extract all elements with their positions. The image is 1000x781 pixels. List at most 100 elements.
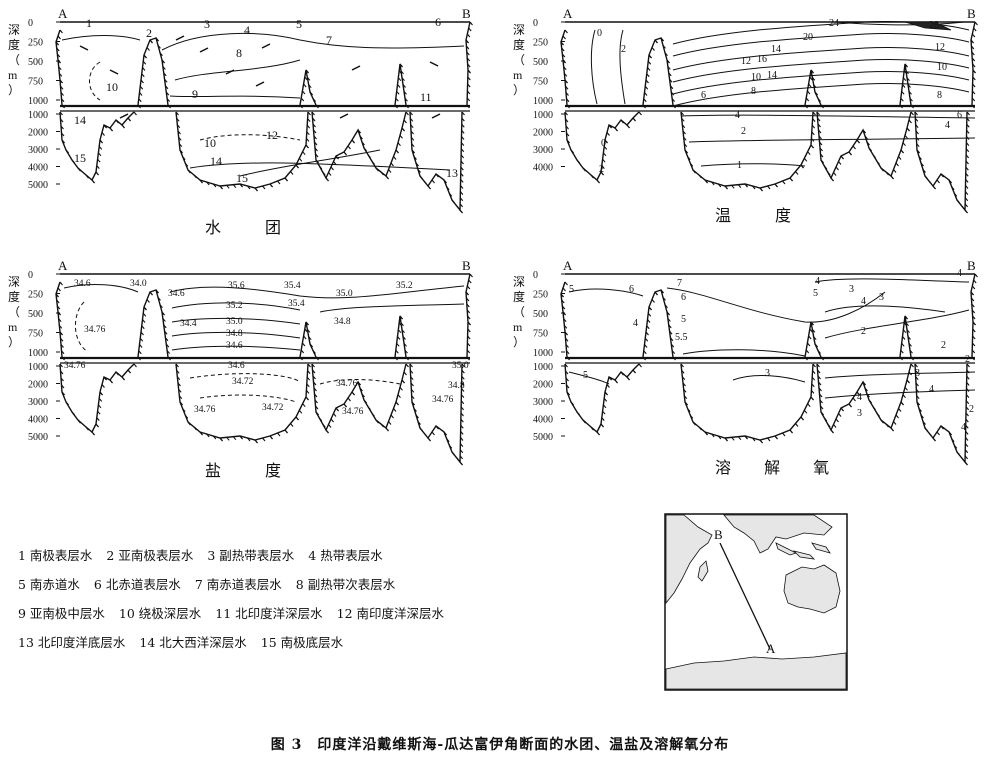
seafloor-hatch [669, 330, 673, 335]
seafloor-hatch [902, 329, 907, 334]
seafloor-hatch [96, 165, 100, 169]
seafloor-hatch [561, 305, 566, 310]
seafloor-hatch [805, 97, 810, 102]
seafloor-hatch [965, 172, 969, 177]
seafloor-hatch [910, 363, 914, 368]
seafloor-hatch [155, 37, 159, 42]
seafloor-hatch [446, 438, 450, 443]
seafloor-hatch [451, 451, 455, 456]
seafloor-hatch [55, 41, 59, 46]
seafloor-hatch [58, 318, 62, 323]
seafloor-hatch [971, 349, 976, 354]
seafloor-hatch [375, 167, 379, 172]
seafloor-hatch [314, 393, 318, 398]
seafloor-hatch [563, 72, 568, 77]
seafloor-hatch [564, 79, 568, 84]
isohaline [171, 345, 301, 351]
asia-landmass [723, 514, 833, 554]
water-mass-label: 12 [266, 128, 278, 142]
depth-tick-label: 4000 [533, 163, 553, 174]
seafloor-hatch [254, 187, 258, 192]
seafloor-hatch [60, 92, 64, 96]
seafloor-hatch [704, 179, 708, 184]
seafloor-hatch [731, 184, 735, 189]
depth-axis-label: （ [8, 305, 20, 319]
seafloor-hatch [232, 184, 237, 189]
seafloor-hatch [182, 156, 186, 161]
seafloor-topography [311, 363, 407, 432]
seafloor-hatch [165, 337, 169, 342]
seafloor-topography [914, 111, 968, 212]
depth-tick-label: 250 [28, 38, 43, 49]
water-mass-boundary [239, 149, 381, 177]
seafloor-hatch [58, 66, 62, 71]
seafloor-hatch [902, 394, 906, 399]
seafloor-hatch [565, 370, 569, 375]
isotherm [688, 137, 976, 143]
seafloor-hatch [427, 437, 431, 442]
seafloor-hatch [910, 111, 914, 116]
seafloor-hatch [142, 319, 146, 323]
depth-tick-label: 1000 [533, 96, 553, 107]
seafloor-hatch [395, 349, 399, 354]
seafloor-hatch [466, 349, 471, 354]
seafloor-hatch [399, 63, 403, 68]
seafloor-hatch [680, 111, 684, 116]
seafloor-hatch [133, 363, 137, 368]
isohaline-label: 35.2 [396, 281, 413, 291]
seafloor-hatch [608, 124, 612, 129]
seafloor-hatch [965, 166, 969, 171]
seafloor-hatch [380, 171, 384, 176]
seafloor-hatch [357, 381, 361, 386]
seafloor-hatch [459, 197, 464, 202]
seafloor-hatch [409, 369, 414, 374]
seafloor-hatch [461, 117, 465, 122]
seafloor-hatch [809, 76, 813, 81]
seafloor-hatch [906, 127, 910, 132]
seafloor-hatch [811, 376, 816, 381]
seafloor-hatch [400, 322, 404, 327]
depth-tick-label: 5000 [28, 180, 48, 191]
seafloor-hatch [671, 98, 676, 102]
seafloor-hatch [651, 47, 655, 51]
seafloor-hatch [466, 51, 470, 56]
seafloor-hatch [184, 162, 189, 167]
seafloor-hatch [820, 356, 824, 361]
seafloor-hatch [830, 177, 834, 182]
seafloor-hatch [467, 321, 471, 326]
seafloor-hatch [654, 39, 658, 44]
seafloor-hatch [269, 435, 273, 440]
seafloor-hatch [138, 98, 142, 103]
seafloor-topography [311, 111, 407, 180]
legend-item: 2 亚南极表层水 [106, 548, 194, 563]
seafloor-hatch [179, 401, 183, 406]
seafloor-hatch [940, 173, 944, 178]
seafloor-hatch [966, 123, 970, 128]
section-end-a-label: A [58, 6, 68, 21]
isotherm-label: 16 [757, 54, 767, 65]
seafloor-hatch [315, 356, 319, 361]
seafloor-hatch [363, 147, 367, 152]
seafloor-hatch [304, 328, 308, 333]
seafloor-hatch [872, 406, 876, 411]
seafloor-hatch [626, 376, 630, 381]
seafloor-hatch [397, 394, 401, 399]
seafloor-hatch [459, 455, 464, 460]
seafloor-hatch [427, 185, 431, 190]
seafloor-hatch [561, 47, 565, 52]
isohaline-label: 35.4 [284, 281, 301, 291]
seafloor-hatch [808, 335, 812, 340]
seafloor-hatch [951, 438, 955, 443]
seafloor-hatch [890, 427, 894, 432]
seafloor-hatch [681, 369, 685, 374]
oxygen-label: 2 [969, 404, 974, 415]
seafloor-hatch [461, 123, 465, 128]
seafloor-hatch [60, 344, 64, 348]
seafloor-hatch [647, 312, 652, 317]
seafloor-hatch [809, 328, 813, 333]
seafloor-hatch [668, 324, 672, 329]
seafloor-hatch [103, 376, 107, 381]
seafloor-hatch [312, 350, 316, 354]
